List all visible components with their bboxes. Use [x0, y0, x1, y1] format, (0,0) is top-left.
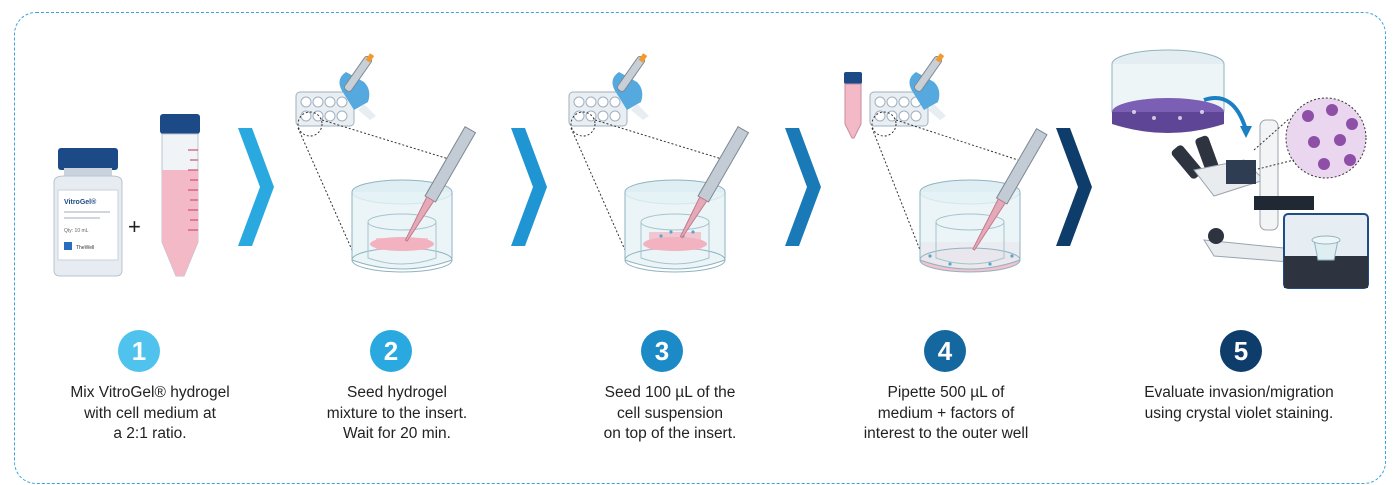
step-caption: Seed hydrogel mixture to the insert. Wai… — [262, 383, 532, 445]
step-3: 3 Seed 100 µL of the cell suspension on … — [535, 0, 805, 485]
step-4-illustration — [808, 20, 1078, 310]
well-plate-icon — [296, 92, 354, 126]
step-number-badge: 5 — [1220, 330, 1262, 372]
step-number-badge: 3 — [641, 330, 683, 372]
svg-text:TheWell: TheWell — [76, 245, 94, 251]
step-caption: Mix VitroGel® hydrogel with cell medium … — [15, 383, 285, 445]
step-caption: Seed 100 µL of the cell suspension on to… — [535, 383, 805, 445]
step-5: 5 Evaluate invasion/migration using crys… — [1104, 0, 1374, 485]
step-2-illustration — [262, 20, 532, 310]
conical-tube-icon — [844, 72, 862, 138]
step-caption: Evaluate invasion/migration using crysta… — [1104, 383, 1374, 424]
step-caption: Pipette 500 µL of medium + factors of in… — [811, 383, 1081, 445]
step-5-illustration — [1104, 20, 1374, 310]
plus-sign: + — [128, 214, 141, 239]
transwell-insert-icon — [1112, 50, 1224, 133]
step-number-badge: 1 — [118, 330, 160, 372]
conical-tube-icon — [160, 114, 200, 276]
vial-icon: VitroGel® Qty: 10 mL TheWell — [54, 148, 122, 276]
well-plate-icon — [569, 92, 627, 126]
step-number-badge: 2 — [370, 330, 412, 372]
svg-text:VitroGel®: VitroGel® — [64, 198, 97, 206]
step-number-badge: 4 — [924, 330, 966, 372]
chevron-right-icon — [1056, 128, 1092, 246]
transwell-insert-icon — [920, 129, 1047, 272]
step-4: 4 Pipette 500 µL of medium + factors of … — [808, 0, 1078, 485]
step-3-illustration — [535, 20, 805, 310]
step-2: 2 Seed hydrogel mixture to the insert. W… — [262, 0, 532, 485]
svg-text:Qty: 10 mL: Qty: 10 mL — [64, 228, 89, 234]
